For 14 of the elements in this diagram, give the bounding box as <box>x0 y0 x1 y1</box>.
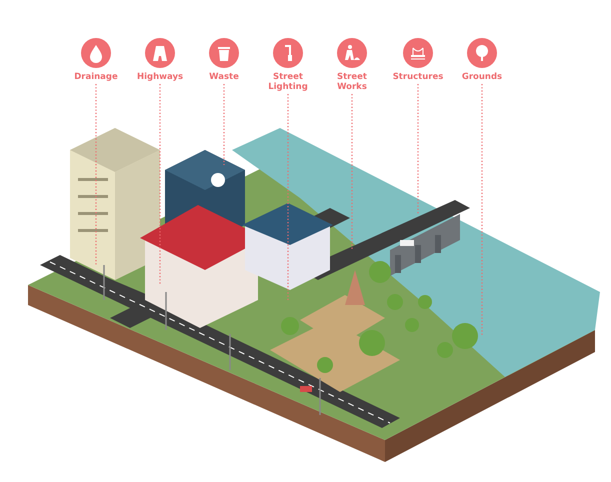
leader-line <box>481 84 483 335</box>
category-label: Drainage <box>73 72 119 82</box>
leader-line <box>159 84 161 285</box>
category-label: Waste <box>208 72 240 82</box>
category-label: Structures <box>392 72 444 82</box>
category-label: Grounds <box>460 72 504 82</box>
category-label: Street Lighting <box>268 72 308 92</box>
leader-line <box>287 94 289 300</box>
leader-line <box>95 84 97 265</box>
leader-line <box>223 84 225 165</box>
category-label: Street Works <box>336 72 368 92</box>
category-label: Highways <box>136 72 184 82</box>
leader-line <box>417 84 419 215</box>
leader-line <box>351 94 353 250</box>
